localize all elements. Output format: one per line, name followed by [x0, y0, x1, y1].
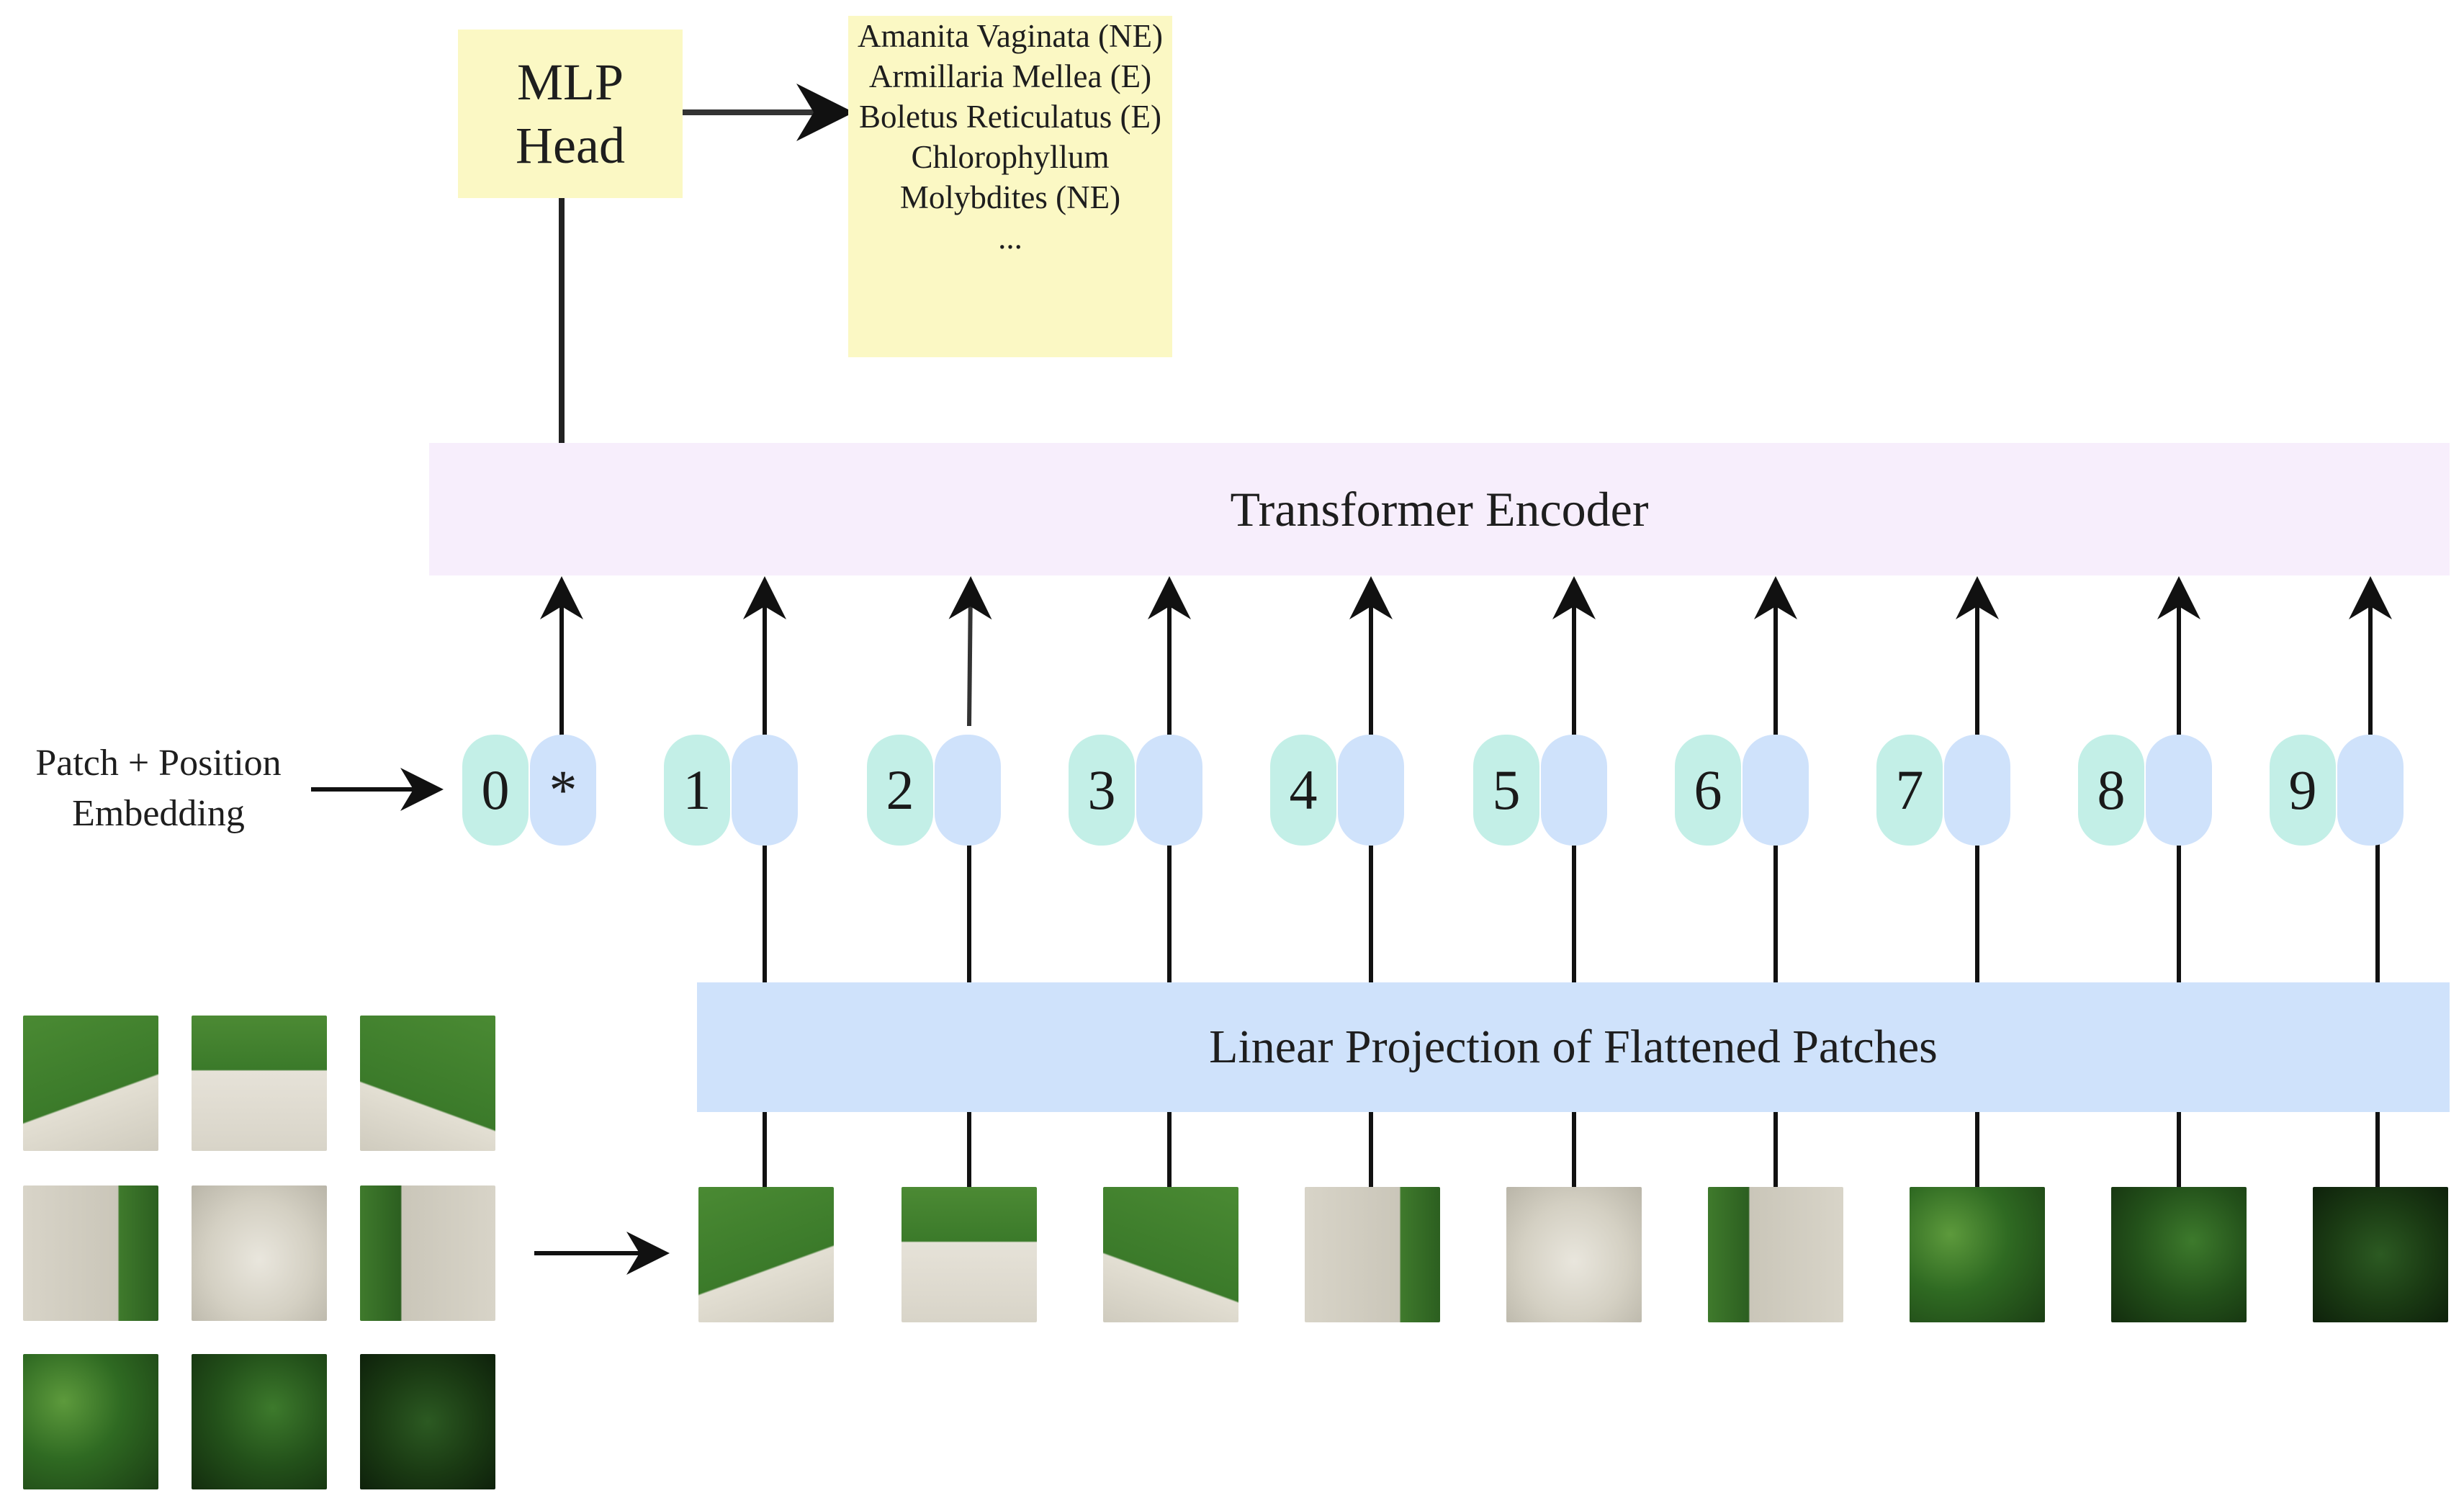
grid-patch-2-image [192, 1016, 327, 1151]
class-list-box: Amanita Vaginata (NE) Armillaria Mellea … [848, 16, 1172, 357]
patch-embedding-token-4 [1338, 735, 1404, 846]
linear-projection-box: Linear Projection of Flattened Patches [697, 982, 2450, 1112]
row-patch-7-image [1910, 1187, 2045, 1322]
position-token-0: 0 [462, 735, 529, 846]
grid-patch-5-image [192, 1185, 327, 1321]
class-item: Molybdites (NE) [899, 179, 1121, 215]
position-token-9: 9 [2270, 735, 2336, 846]
position-token-8: 8 [2078, 735, 2144, 846]
patch-embedding-token-1 [732, 735, 798, 846]
position-token-1: 1 [664, 735, 730, 846]
class-item: Armillaria Mellea (E) [868, 58, 1152, 94]
patch-embedding-token-2 [935, 735, 1001, 846]
patch-embedding-token-8 [2146, 735, 2212, 846]
grid-patch-1-image [23, 1016, 158, 1151]
position-token-6: 6 [1675, 735, 1741, 846]
grid-patch-6-image [360, 1185, 495, 1321]
patch-embedding-token-5 [1541, 735, 1607, 846]
position-token-7: 7 [1876, 735, 1943, 846]
position-token-4: 4 [1270, 735, 1336, 846]
row-patch-4-image [1305, 1187, 1440, 1322]
row-patch-2-image [901, 1187, 1037, 1322]
mlp-head-line1: MLP [516, 53, 624, 111]
embedding-label-line2: Embedding [72, 793, 245, 834]
patch-embedding-token-7 [1944, 735, 2010, 846]
grid-patch-7-image [23, 1354, 158, 1489]
grid-patch-3-image [360, 1016, 495, 1151]
row-patch-3-image [1103, 1187, 1238, 1322]
grid-patch-4-image [23, 1185, 158, 1321]
class-item: ... [998, 220, 1022, 256]
grid-patch-8-image [192, 1354, 327, 1489]
patch-embedding-token-9 [2337, 735, 2404, 846]
class-item: Boletus Reticulatus (E) [859, 99, 1161, 135]
transformer-encoder-label: Transformer Encoder [1230, 481, 1649, 537]
row-patch-1-image [698, 1187, 834, 1322]
token-arrow-2 [948, 576, 992, 727]
row-patch-9-image [2313, 1187, 2448, 1322]
patch-embedding-token-3 [1136, 735, 1202, 846]
row-patch-8-image [2111, 1187, 2247, 1322]
embedding-label-line1: Patch + Position [35, 743, 282, 784]
embedding-label: Patch + Position Embedding [7, 738, 310, 839]
position-token-3: 3 [1069, 735, 1135, 846]
row-patch-5-image [1506, 1187, 1642, 1322]
linear-projection-label: Linear Projection of Flattened Patches [1209, 1021, 1938, 1073]
row-patch-6-image [1708, 1187, 1843, 1322]
patch-embedding-token-0: * [530, 735, 596, 846]
patch-embedding-token-6 [1743, 735, 1809, 846]
class-item: Chlorophyllum [911, 139, 1110, 175]
position-token-2: 2 [867, 735, 933, 846]
grid-patch-9-image [360, 1354, 495, 1489]
position-token-5: 5 [1473, 735, 1539, 846]
transformer-encoder-box: Transformer Encoder [429, 443, 2450, 575]
mlp-head-line2: Head [516, 117, 625, 174]
mlp-head-box: MLP Head [458, 30, 683, 198]
class-item: Amanita Vaginata (NE) [857, 18, 1164, 54]
